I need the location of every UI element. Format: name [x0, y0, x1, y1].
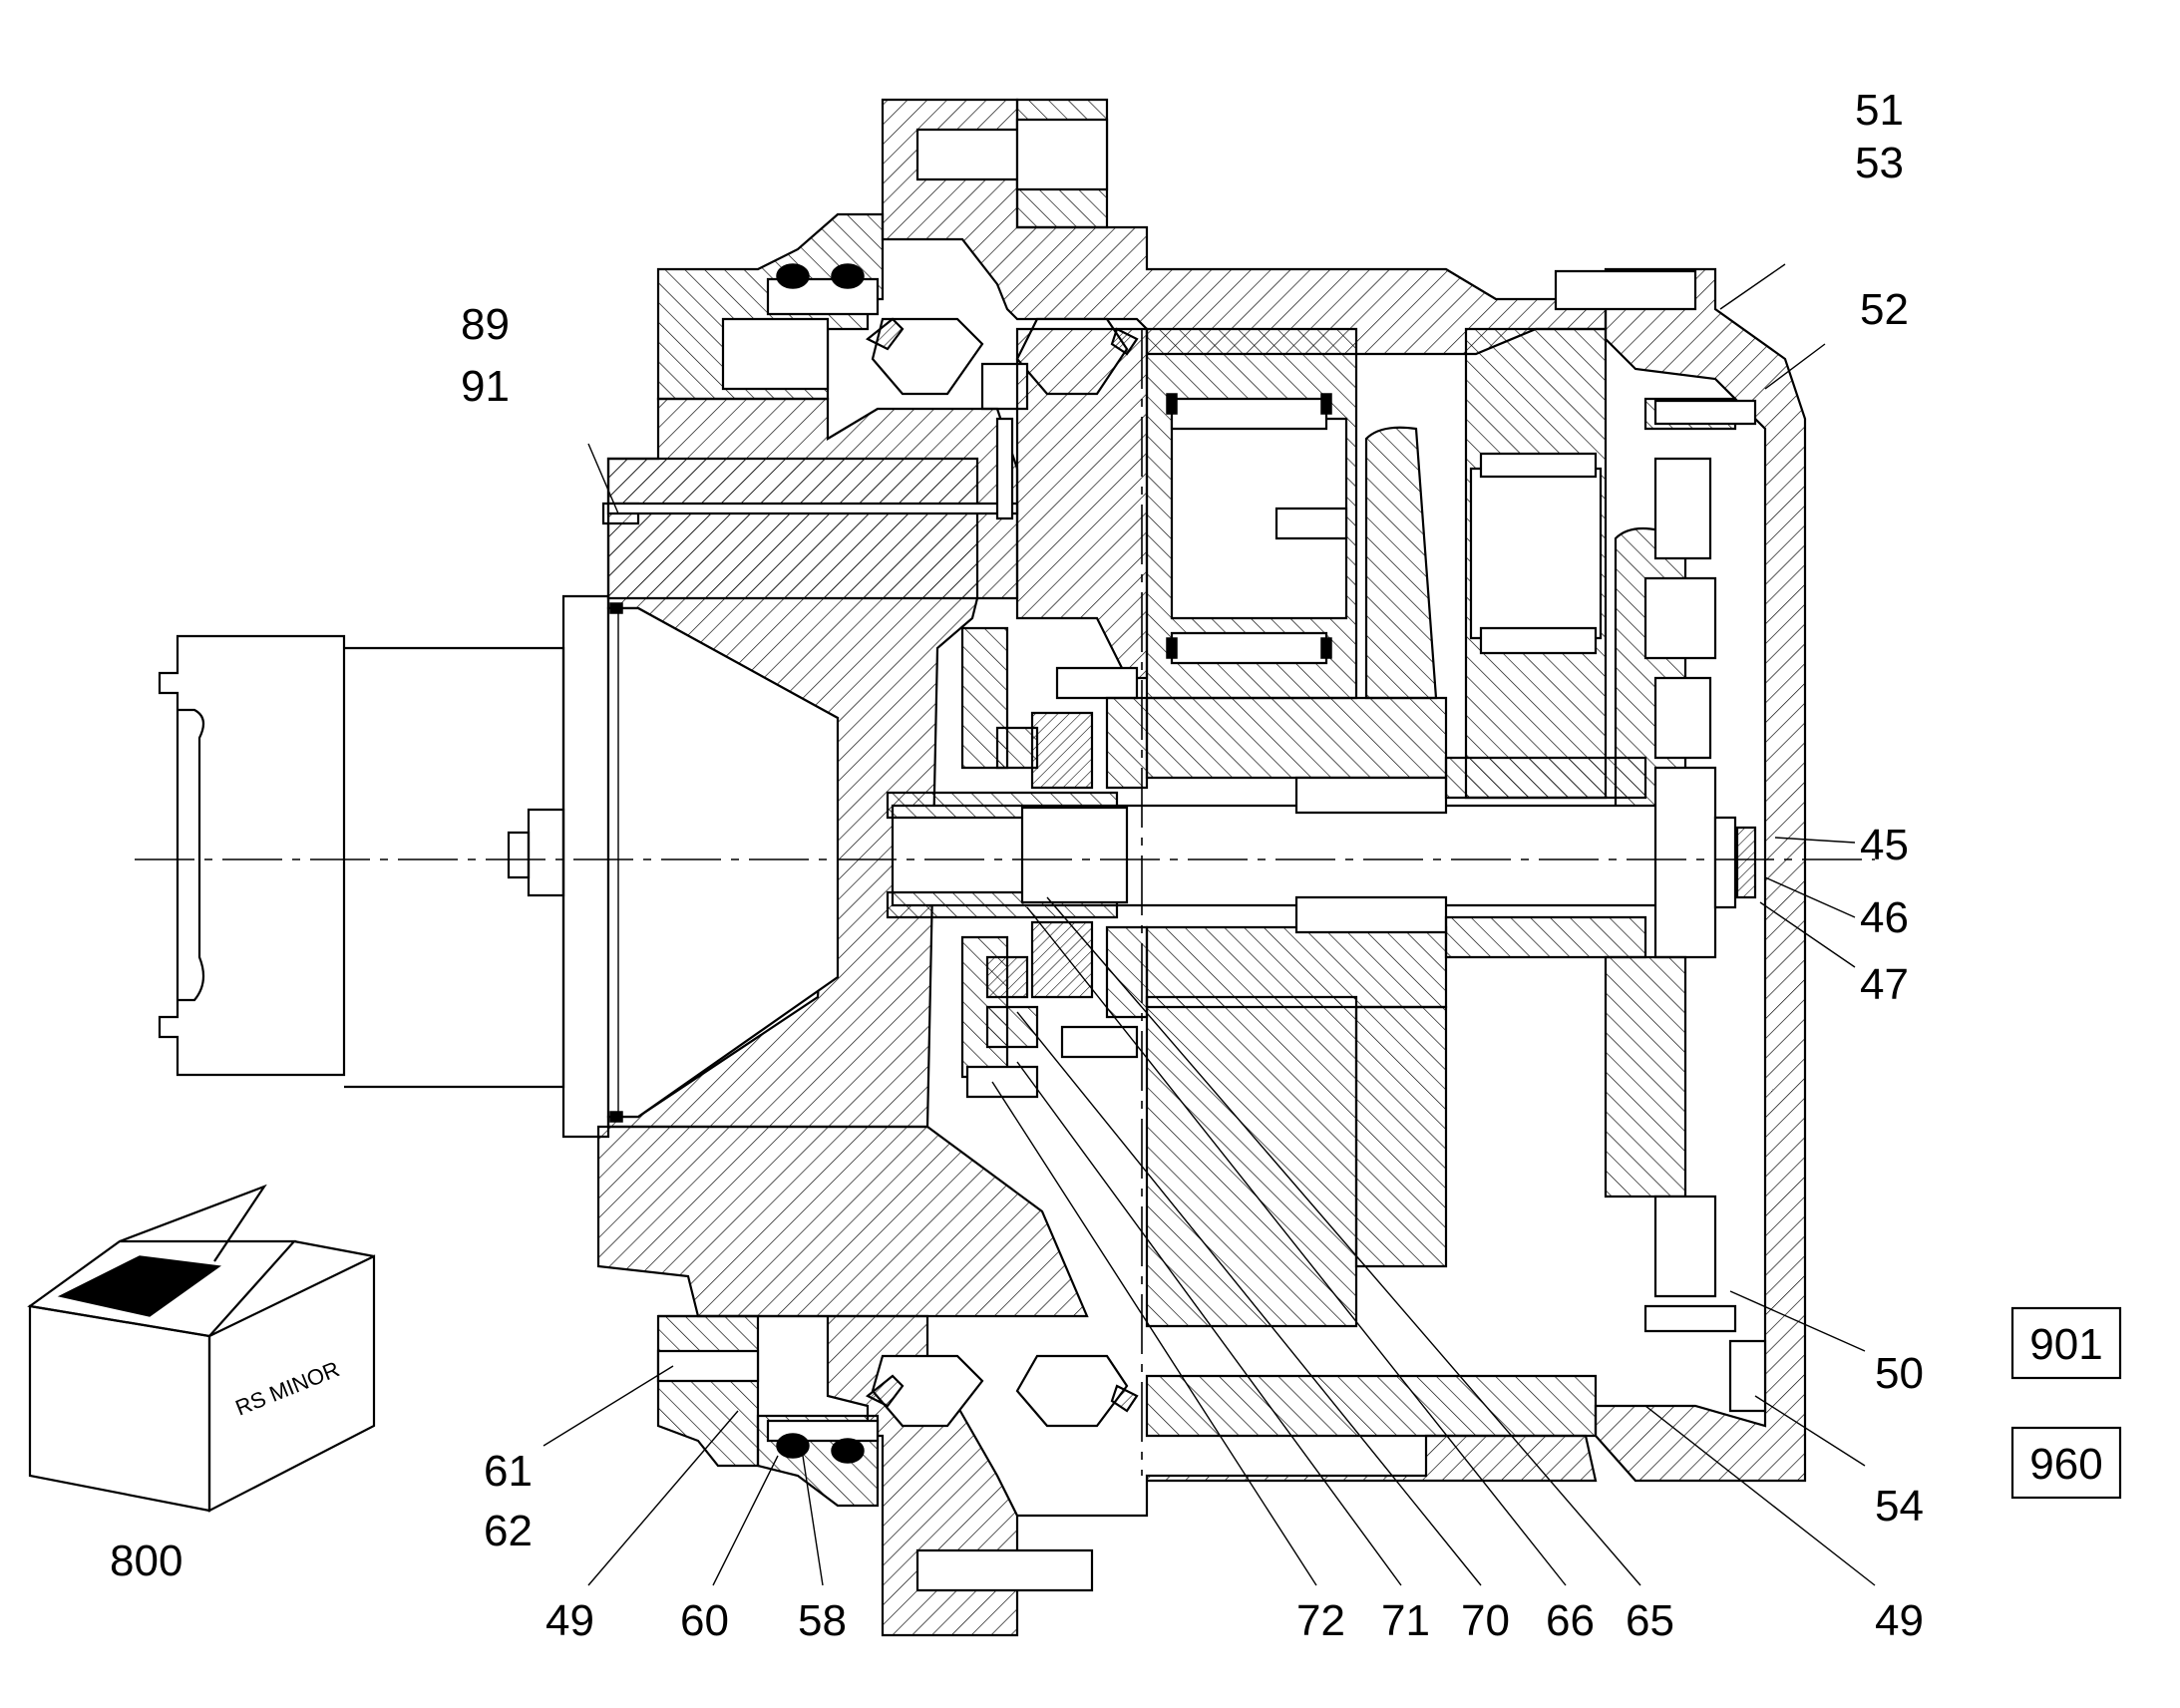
boxed-label-960: 960 [2029, 1440, 2102, 1489]
carton-label: RS MINOR [232, 1356, 343, 1420]
callout-labels: 51 53 52 89 91 45 46 47 50 54 49 65 66 7… [110, 86, 1924, 1645]
boxed-label-frame-960 [2010, 1426, 2122, 1500]
callout-50: 50 [1875, 1349, 1924, 1398]
housing-top [606, 98, 1608, 680]
callout-47: 47 [1860, 960, 1909, 1009]
callout-72: 72 [1296, 1596, 1345, 1645]
planet-stage-1 [1145, 327, 1438, 700]
callout-61: 61 [484, 1447, 533, 1496]
callout-45: 45 [1860, 821, 1909, 869]
callout-54: 54 [1875, 1482, 1924, 1531]
leader-lines [543, 263, 1876, 1586]
input-shaft [886, 696, 1757, 1009]
callout-62: 62 [484, 1507, 533, 1555]
callout-46: 46 [1860, 893, 1909, 942]
callout-58: 58 [798, 1596, 847, 1645]
callout-65: 65 [1626, 1596, 1674, 1645]
callout-70: 70 [1461, 1596, 1510, 1645]
carton-icon: RS MINOR [27, 1184, 376, 1513]
callout-52: 52 [1860, 285, 1909, 334]
callout-49-left: 49 [545, 1596, 594, 1645]
callout-53: 53 [1855, 139, 1904, 187]
motor-outline [158, 594, 610, 1139]
planet-stage-2 [1464, 327, 1717, 879]
callout-49-right: 49 [1875, 1596, 1924, 1645]
boxed-label-901: 901 [2029, 1320, 2102, 1369]
callout-89: 89 [461, 300, 510, 349]
brake-assembly [960, 626, 1149, 1099]
callout-60: 60 [680, 1596, 729, 1645]
center-lines [135, 329, 1875, 1476]
callout-91: 91 [461, 362, 510, 411]
boxed-labels: 901 960 [2010, 1306, 2122, 1500]
housing-bottom [656, 955, 1717, 1637]
callout-71: 71 [1381, 1596, 1430, 1645]
boxed-label-frame-901 [2010, 1306, 2122, 1380]
callout-66: 66 [1546, 1596, 1595, 1645]
callout-800: 800 [110, 1537, 182, 1585]
callout-51: 51 [1855, 86, 1904, 135]
